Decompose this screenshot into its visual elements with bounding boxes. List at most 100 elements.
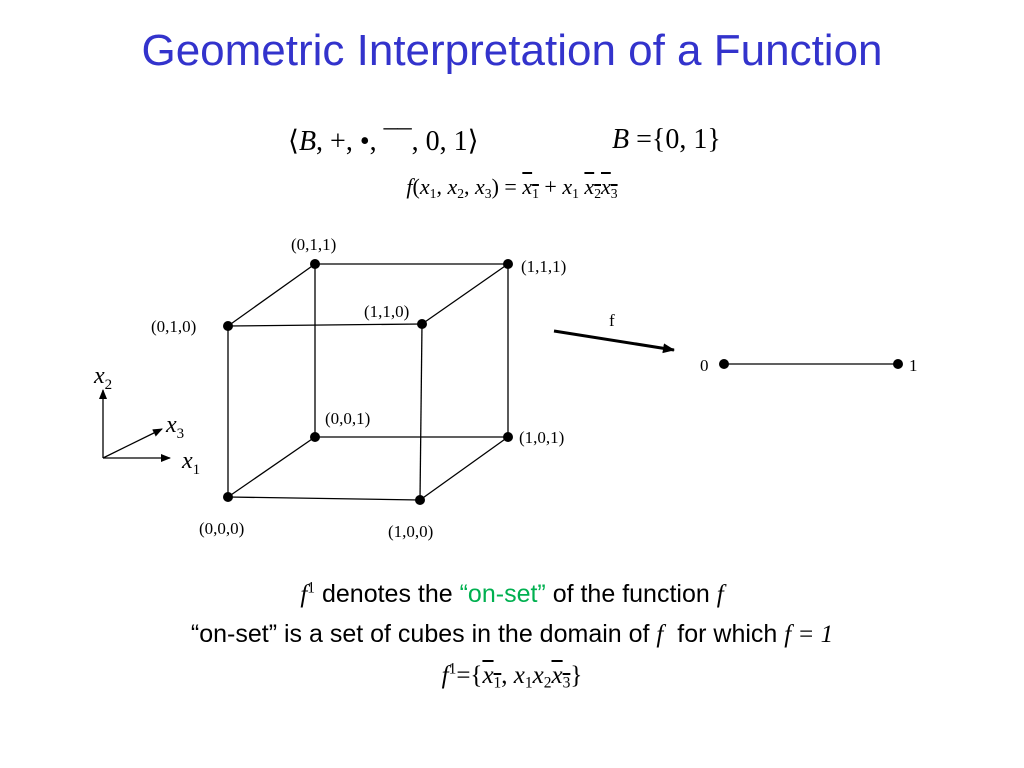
edge: [419, 436, 509, 501]
vertex-001: [310, 432, 320, 442]
brace-close: }: [570, 662, 583, 689]
sub: 2: [543, 674, 552, 692]
constants: , 0, 1: [411, 126, 468, 157]
caption-text: denotes the: [315, 580, 460, 608]
var-x: x: [601, 174, 611, 199]
boolean-algebra-tuple: ⟨B, +, •, ¯¯, 0, 1⟩: [288, 124, 479, 158]
mapping-arrow: [553, 329, 675, 354]
set-name: B: [612, 124, 630, 155]
var-x: x: [475, 174, 485, 199]
function-definition: f(x1, x2, x3) = x1 + x1 x2x3: [0, 174, 1024, 200]
comma: ,: [436, 174, 448, 199]
edge: [419, 323, 423, 501]
superscript: 1: [307, 579, 316, 597]
label-v010: (0,1,0): [151, 317, 196, 336]
axis-label-x3: x3: [165, 412, 184, 442]
set-elements: ={0, 1}: [629, 124, 721, 155]
var-x: x: [513, 662, 525, 689]
var-x: x: [482, 662, 494, 689]
caption-line-2: “on-set” is a set of cubes in the domain…: [0, 620, 1024, 649]
paren: (: [412, 174, 420, 199]
vertex-010: [223, 321, 233, 331]
codomain-label-0: 0: [700, 356, 709, 375]
codomain-point-1: [893, 359, 903, 369]
label-v100: (1,0,0): [388, 522, 433, 541]
sub: 2: [594, 186, 601, 202]
vertex-100: [415, 495, 425, 505]
label-v110: (1,1,0): [364, 302, 409, 321]
caption-text: “on-set” is a set of cubes in the domain…: [190, 620, 657, 648]
var-x: x: [562, 174, 573, 199]
sub: 3: [610, 186, 618, 202]
label-v101: (1,0,1): [519, 428, 564, 447]
caption-line-3: f1={x1, x1x2x3}: [0, 660, 1024, 692]
condition: f = 1: [784, 621, 834, 648]
paren: ): [491, 174, 499, 199]
superscript: 1: [448, 660, 457, 678]
edge: [227, 496, 421, 501]
codomain-label-1: 1: [909, 356, 918, 375]
sub: 1: [572, 186, 579, 202]
term-not-x1: x1: [522, 174, 539, 202]
sub: 3: [484, 186, 492, 202]
mapping-arrow-label: f: [609, 311, 615, 330]
vertex-000: [223, 492, 233, 502]
label-v000: (0,0,0): [199, 519, 244, 538]
brace-open: ={: [456, 662, 483, 689]
vertex-110: [417, 319, 427, 329]
vertex-101: [503, 432, 513, 442]
var-x: x: [419, 174, 430, 199]
vertex-111: [503, 259, 513, 269]
cube-vertices: [223, 259, 513, 505]
set-definition: B ={0, 1}: [612, 124, 721, 156]
operators: , +, •,: [316, 126, 384, 157]
comma: ,: [464, 174, 476, 199]
label-v001: (0,0,1): [325, 409, 370, 428]
term-not-x3: x3: [601, 174, 618, 202]
label-v011: (0,1,1): [291, 235, 336, 254]
cube-edges: [227, 263, 509, 501]
label-v111: (1,1,1): [521, 257, 566, 276]
edge: [227, 323, 423, 327]
fn-symbol: f: [300, 581, 308, 608]
slide-title: Geometric Interpretation of a Function: [141, 26, 883, 75]
var-x: x: [522, 174, 533, 199]
var-x: x: [551, 662, 563, 689]
sub: 1: [429, 186, 437, 202]
axis-x3: [102, 428, 163, 459]
caption-text: for which: [663, 620, 785, 648]
term-not-x2: x2: [584, 174, 601, 202]
caption-line-1: f1 denotes the “on-set” of the function …: [0, 580, 1024, 609]
fn-name: f: [406, 174, 413, 199]
sub: 1: [532, 186, 539, 202]
var-x: x: [447, 174, 458, 199]
cube-not-x3: x3: [551, 662, 571, 692]
fn-symbol: f: [441, 662, 449, 689]
axis-label-x2: x2: [93, 363, 112, 393]
edge: [227, 263, 316, 327]
on-set-highlight: “on-set”: [459, 580, 546, 608]
caption-text: of the function: [545, 580, 717, 608]
sub: 1: [493, 674, 502, 692]
sub: 1: [524, 674, 533, 692]
var-x: x: [584, 174, 595, 199]
edge: [227, 436, 316, 498]
set-symbol: B: [298, 126, 317, 157]
tuple-open: ⟨: [288, 126, 299, 157]
plus: +: [538, 174, 563, 199]
codomain-point-0: [719, 359, 729, 369]
complement-symbol: ¯¯: [383, 126, 412, 157]
edge: [421, 263, 509, 325]
tuple-close: ⟩: [467, 126, 479, 157]
comma: ,: [501, 662, 514, 689]
cube-not-x1: x1: [482, 662, 502, 692]
sub: 3: [562, 674, 571, 692]
sub: 2: [457, 186, 465, 202]
fn-symbol: f: [656, 621, 664, 648]
axis-label-x1: x1: [181, 448, 200, 478]
coordinate-axes: [99, 389, 171, 462]
equals: =: [498, 174, 523, 199]
var-x: x: [532, 662, 544, 689]
vertex-011: [310, 259, 320, 269]
